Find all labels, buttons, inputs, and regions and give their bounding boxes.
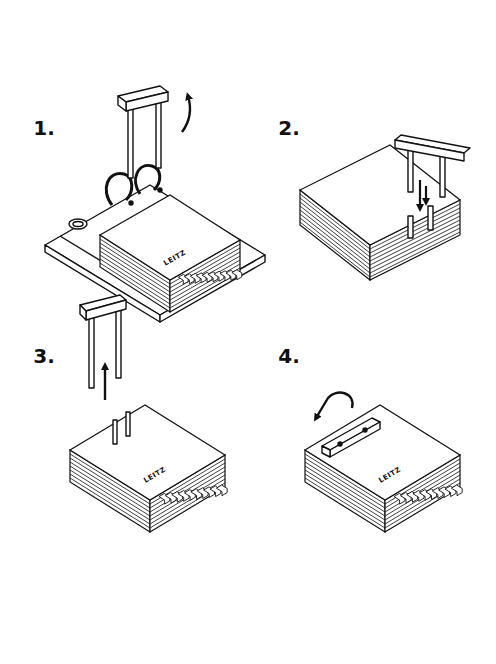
binder-ring [136,165,160,194]
clip-bar [118,96,126,111]
insert-arrow [419,180,421,208]
index-tab [232,270,242,280]
clip-leg [128,108,133,178]
clip-leg [408,150,413,192]
clip-bar [86,300,126,320]
pin [408,216,413,238]
clip-leg [116,308,121,378]
lift-arrow [104,366,106,400]
clip-leg [156,100,161,168]
step-number: 1. [33,118,55,138]
insert-arrow [425,186,427,202]
clip-leg [89,318,94,388]
index-tab [451,485,462,496]
lift-arrow [182,96,190,132]
step-number: 2. [278,118,300,138]
fold-arrow [316,393,353,418]
paper-stack-top [305,405,460,500]
finger-hole [73,222,83,227]
clip-bar [322,446,330,457]
clip-bar [126,92,168,111]
paper-stack-top [300,145,460,245]
pin [126,412,130,436]
pin-head [338,442,342,446]
paper-stack-top [70,405,225,500]
clip-bar [80,305,86,320]
step-number: 3. [33,346,55,366]
clip-bar [395,140,464,161]
pin [113,420,117,444]
finger-hole [69,219,87,229]
index-tab [216,485,227,496]
pin-hole [129,201,133,205]
paper-stack-top [100,195,240,280]
binder-board [45,185,265,315]
pin [428,206,433,230]
clip-bar [330,422,380,457]
pin-hole [158,188,162,192]
clip-leg [440,155,445,197]
step-number: 4. [278,346,300,366]
pin-head [363,428,367,432]
